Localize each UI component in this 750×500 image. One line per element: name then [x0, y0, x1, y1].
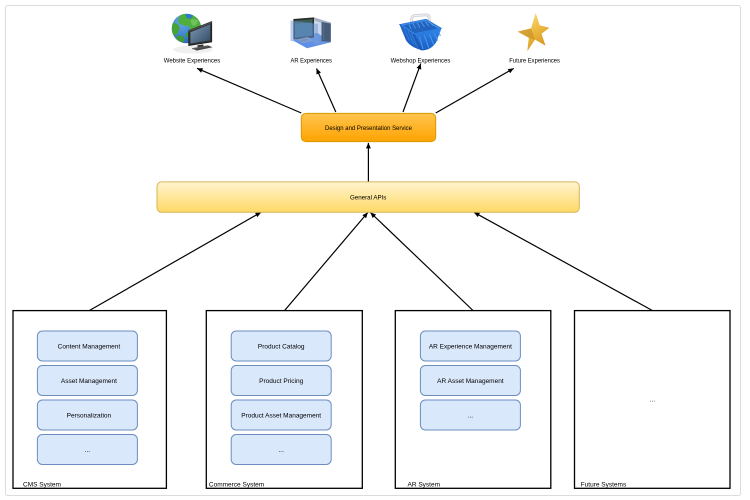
svg-text:Design and Presentation Servic: Design and Presentation Service — [325, 125, 412, 132]
svg-text:AR Experience Management: AR Experience Management — [429, 343, 512, 350]
svg-text:AR Experiences: AR Experiences — [291, 57, 333, 64]
svg-text:Product Asset Management: Product Asset Management — [241, 412, 321, 419]
svg-text:Content Management: Content Management — [58, 343, 121, 350]
svg-text:Personalization: Personalization — [67, 412, 112, 419]
svg-text:AR System: AR System — [408, 482, 441, 489]
svg-text:Commerce System: Commerce System — [209, 482, 264, 489]
svg-text:Asset Management: Asset Management — [61, 378, 117, 385]
svg-text:Future Experiences: Future Experiences — [509, 57, 560, 64]
svg-text:...: ... — [468, 412, 474, 419]
svg-text:...: ... — [85, 447, 91, 454]
svg-text:General APIs: General APIs — [350, 195, 387, 202]
svg-text:Product Pricing: Product Pricing — [259, 378, 303, 385]
svg-text:AR Asset Management: AR Asset Management — [437, 378, 504, 385]
svg-text:...: ... — [650, 397, 656, 404]
svg-text:Website Experiences: Website Experiences — [164, 57, 221, 64]
svg-text:Future Systems: Future Systems — [581, 482, 627, 489]
svg-text:Product Catalog: Product Catalog — [258, 343, 305, 350]
svg-text:CMS System: CMS System — [23, 482, 61, 489]
svg-text:Webshop Experiences: Webshop Experiences — [391, 57, 451, 64]
svg-text:...: ... — [278, 447, 284, 454]
